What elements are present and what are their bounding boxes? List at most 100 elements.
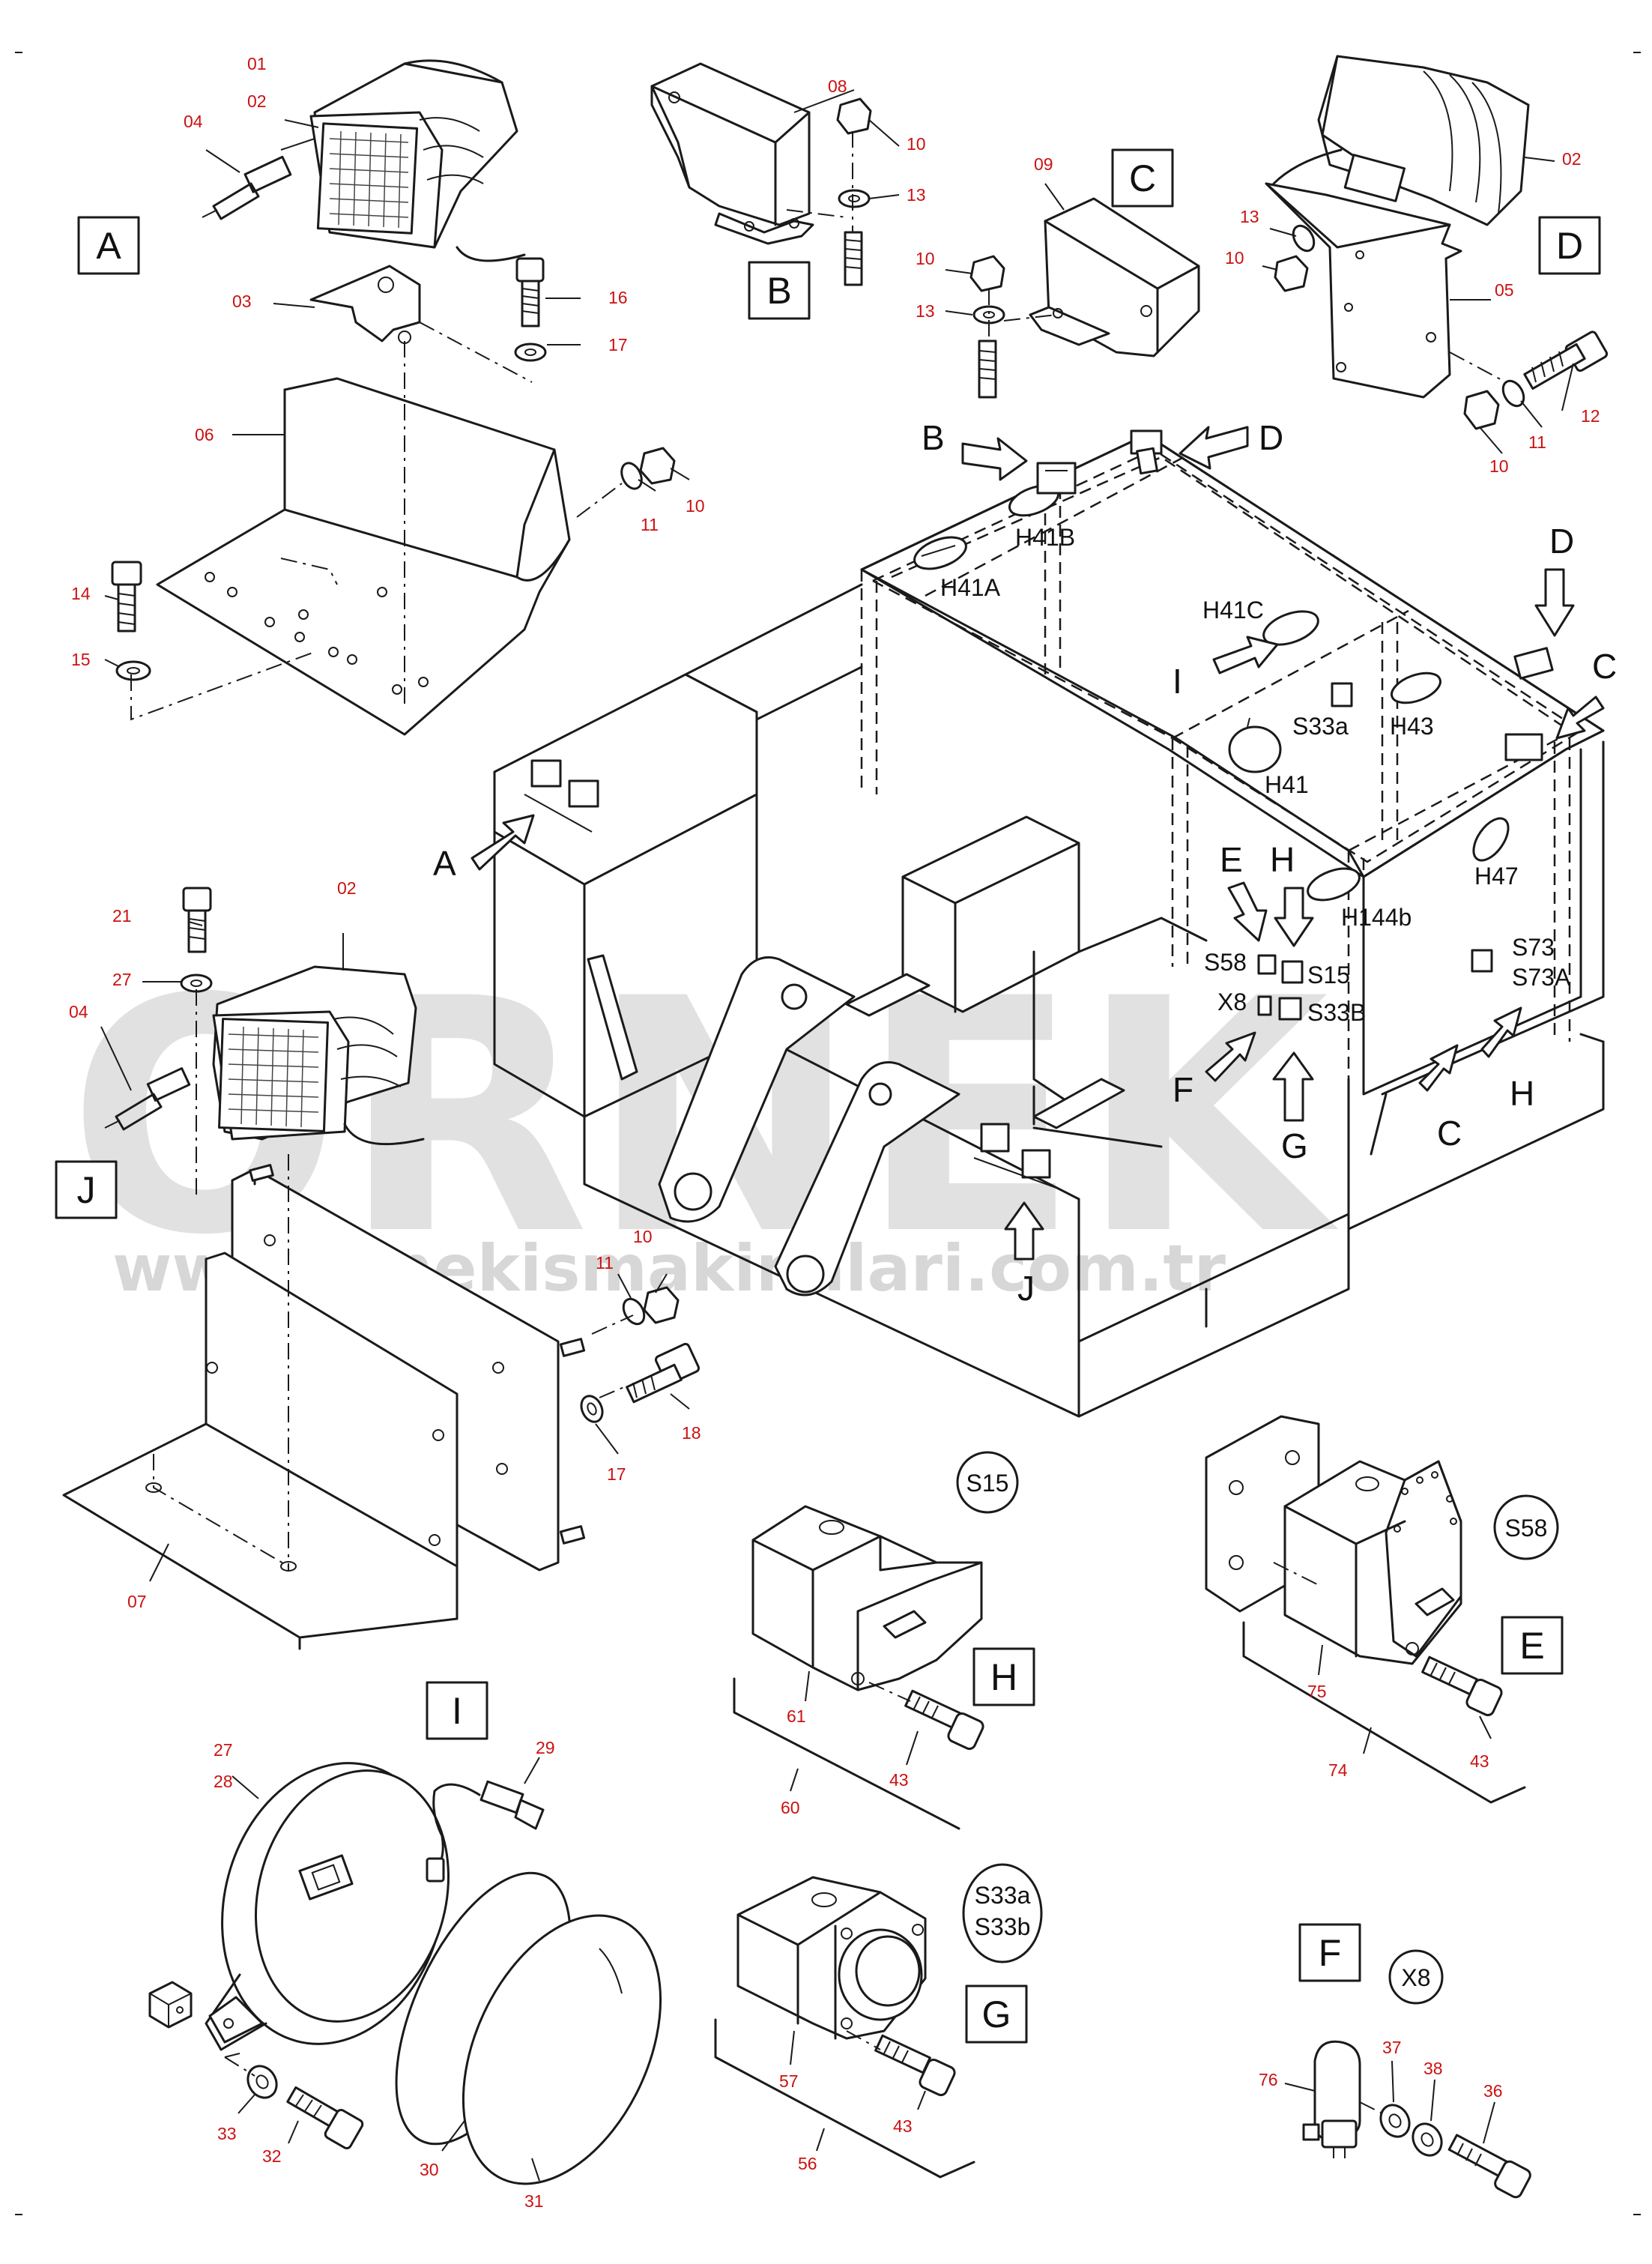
- arrow-i: [1212, 636, 1279, 674]
- svg-text:S33a: S33a: [975, 1882, 1031, 1909]
- leader-lines: [100, 89, 1574, 2182]
- arrow-letter-c: C: [1592, 647, 1617, 686]
- arrow-a: [471, 814, 535, 871]
- lamp-h47: [1472, 817, 1510, 862]
- cube-part: [148, 1981, 193, 2029]
- pn-06: 06: [195, 425, 214, 444]
- light-a-1: [530, 759, 562, 788]
- lift-arm: [774, 1061, 960, 1296]
- pn-60: 60: [781, 1798, 800, 1817]
- bolt-14: [111, 561, 142, 633]
- detail-h: [733, 1505, 984, 1830]
- light-j-2: [1021, 1149, 1051, 1179]
- detail-e: [1205, 1415, 1526, 1804]
- arrow-j: [1004, 1201, 1044, 1261]
- plate-05: [1265, 182, 1462, 399]
- light-a-2: [568, 779, 599, 808]
- switch-s33a: [1331, 682, 1353, 707]
- box-h: H: [972, 1647, 1035, 1706]
- pn-05: 05: [1495, 280, 1514, 300]
- detail-a: [111, 59, 676, 736]
- arrow-g: [1272, 1051, 1314, 1122]
- pn-10-j: 10: [633, 1227, 653, 1246]
- svg-text:E: E: [1519, 1625, 1544, 1667]
- pn-04: 04: [184, 112, 203, 131]
- box-b: B: [748, 261, 811, 320]
- part-number-labels: 01 02 04 03 16 17 06 11 10 14 15 08 10 1…: [69, 54, 1600, 2211]
- corner-marks: [15, 52, 1641, 2215]
- connector-x8: [1257, 995, 1272, 1016]
- svg-text:H: H: [990, 1656, 1017, 1698]
- arrow-c-lower: [1418, 1044, 1459, 1092]
- switch-75: [1283, 1460, 1462, 1665]
- arrow-h: [1274, 887, 1314, 947]
- arrow-letter-i: I: [1173, 662, 1182, 701]
- pn-02-j: 02: [337, 878, 357, 898]
- bolt-43-h: [904, 1689, 984, 1751]
- washer-13-b: [838, 189, 871, 208]
- pn-10-b: 10: [907, 134, 926, 154]
- pn-02: 02: [247, 91, 267, 111]
- pn-43-g: 43: [893, 2116, 913, 2136]
- bracket-d-front: [1130, 429, 1163, 455]
- ref-s33a: S33a: [1292, 713, 1349, 740]
- ref-h144b: H144b: [1341, 904, 1412, 931]
- pn-07: 07: [127, 1592, 147, 1611]
- svg-text:C: C: [1129, 157, 1156, 199]
- bracket-07: [62, 1252, 459, 1639]
- washer-37: [1379, 2104, 1411, 2138]
- nut-10-d: [1274, 255, 1309, 292]
- pn-13-c: 13: [916, 301, 935, 321]
- arrow-letter-f: F: [1173, 1070, 1193, 1109]
- pn-36: 36: [1483, 2081, 1503, 2101]
- svg-text:S58: S58: [1505, 1515, 1548, 1542]
- pn-16: 16: [608, 288, 628, 307]
- nut-10-j: [643, 1286, 680, 1324]
- washer-13-d: [1292, 224, 1316, 253]
- bolt-43-g: [874, 2034, 956, 2097]
- ref-h47: H47: [1474, 863, 1519, 890]
- bolt-18: [626, 1342, 701, 1404]
- svg-text:S33b: S33b: [975, 1913, 1031, 1940]
- arrow-f: [1205, 1031, 1256, 1082]
- pn-33: 33: [217, 2124, 237, 2143]
- svg-text:D: D: [1556, 225, 1583, 267]
- arrow-letter-h2: H: [1510, 1074, 1534, 1113]
- pn-11-j: 11: [596, 1253, 614, 1273]
- ref-s73a: S73A: [1512, 964, 1571, 991]
- svg-text:I: I: [452, 1690, 462, 1732]
- pn-56: 56: [798, 2154, 817, 2173]
- arrow-e: [1227, 881, 1268, 942]
- switch-s15: [1281, 960, 1304, 984]
- washer-33: [246, 2065, 278, 2099]
- svg-text:B: B: [766, 270, 791, 312]
- circle-s33: S33a S33b: [962, 1863, 1043, 1963]
- pn-27: 27: [112, 970, 132, 989]
- ref-s58: S58: [1204, 949, 1247, 976]
- ref-h41c: H41C: [1202, 597, 1264, 624]
- ref-h41a: H41A: [940, 574, 1001, 601]
- box-f: F: [1298, 1923, 1361, 1982]
- pn-03: 03: [232, 292, 252, 311]
- box-g: G: [965, 1984, 1028, 2044]
- pn-02-d: 02: [1562, 149, 1582, 169]
- box-j: J: [55, 1160, 118, 1219]
- box-d: D: [1538, 216, 1601, 275]
- bolt-12: [1523, 330, 1609, 390]
- arrow-b: [961, 437, 1028, 481]
- pn-11: 11: [641, 515, 659, 534]
- pn-28: 28: [214, 1772, 233, 1791]
- washer-17-j: [580, 1395, 604, 1423]
- component-ref-labels: H41B H41A H41C S33a H43 H41 H47 H144b S5…: [940, 524, 1571, 1026]
- arrow-letter-b: B: [922, 418, 945, 457]
- bracket-d-right: [1513, 647, 1554, 680]
- ref-s15: S15: [1307, 962, 1350, 988]
- switch-s58: [1257, 954, 1277, 975]
- bolt-32: [286, 2086, 364, 2149]
- detail-b: [650, 62, 872, 286]
- washer-38: [1412, 2122, 1443, 2157]
- svg-text:F: F: [1319, 1932, 1342, 1974]
- pn-11-d: 11: [1528, 432, 1546, 452]
- pn-74: 74: [1328, 1760, 1348, 1780]
- pn-43-e: 43: [1470, 1751, 1489, 1771]
